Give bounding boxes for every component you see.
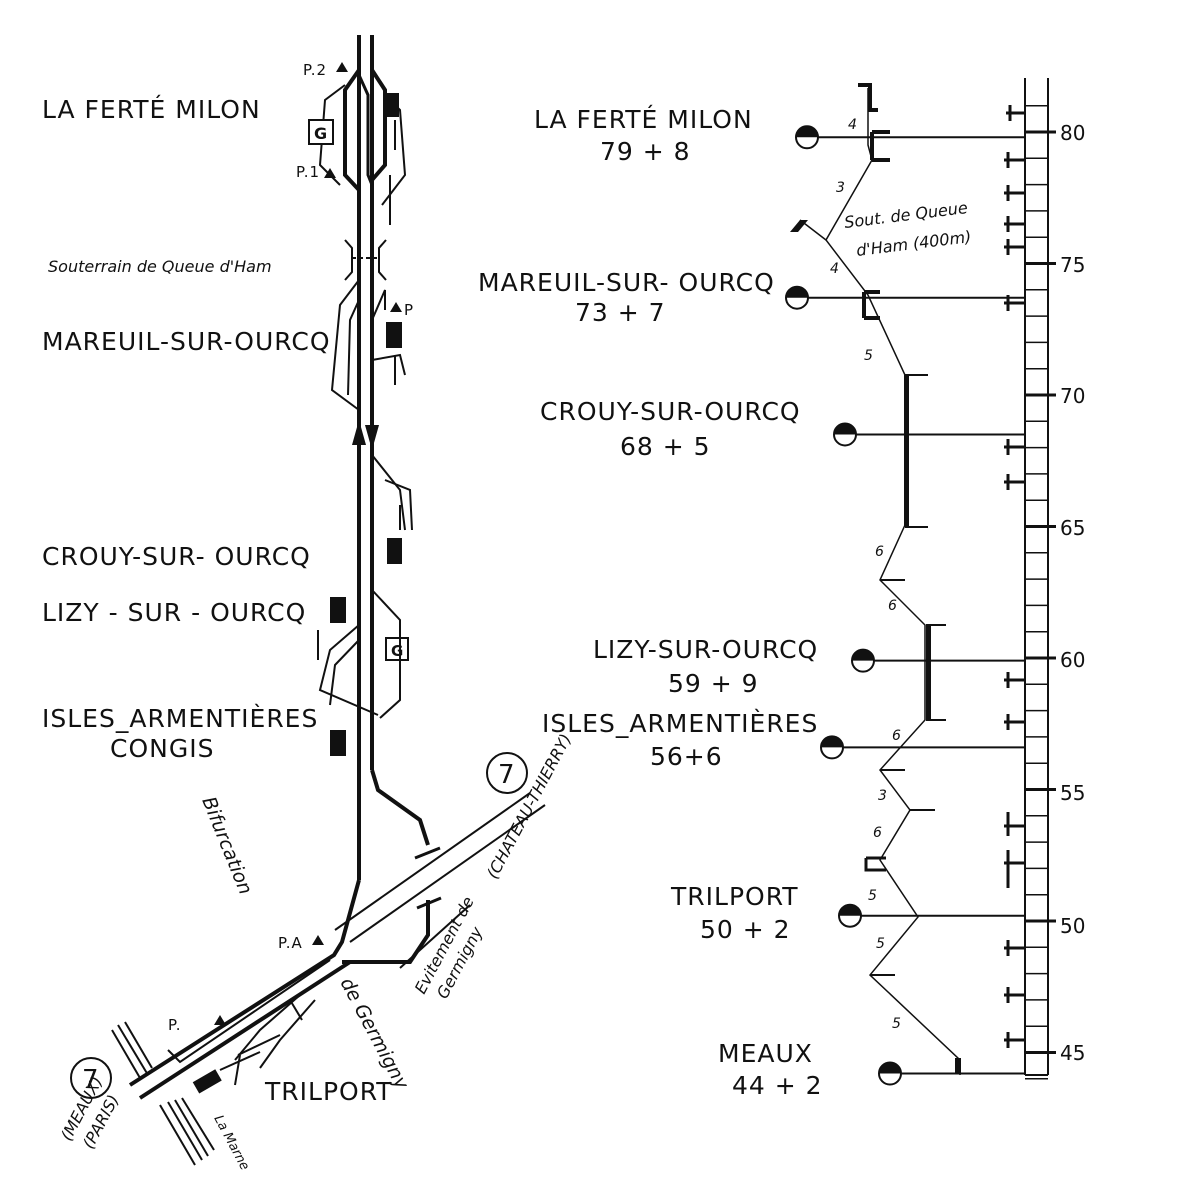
scale-label-80: 80 bbox=[1060, 121, 1085, 145]
profile-pk-la-ferte-milon: 79 + 8 bbox=[600, 137, 691, 166]
km-scale: 80 75 70 65 60 55 50 45 bbox=[1024, 78, 1085, 1080]
station-layout-la-ferte-milon bbox=[308, 62, 407, 225]
signal-triangle bbox=[336, 62, 348, 72]
main-tracks bbox=[128, 35, 546, 1100]
station-label-trilport: TRILPORT bbox=[264, 1077, 393, 1106]
scale-label-50: 50 bbox=[1060, 914, 1085, 938]
profile-pk-mareuil: 73 + 7 bbox=[575, 298, 666, 327]
station-marker-half bbox=[786, 286, 808, 298]
station-label-isles: ISLES_ARMENTIÈRES bbox=[42, 704, 318, 733]
gradient-profile-line bbox=[825, 88, 961, 1075]
siding-markers bbox=[1004, 105, 1025, 1048]
station-layout-crouy bbox=[371, 454, 413, 564]
gradient-value: 6 bbox=[875, 544, 884, 560]
signal-label-pa: P.A bbox=[278, 934, 303, 952]
profile-station-mareuil: MAREUIL-SUR- OURCQ bbox=[478, 268, 775, 297]
route-7-label: 7 bbox=[82, 1065, 99, 1095]
profile-station-crouy: CROUY-SUR-OURCQ bbox=[540, 397, 801, 426]
de-germigny-label: de Germigny bbox=[336, 974, 414, 1094]
station-marker-half bbox=[879, 1062, 901, 1074]
g-box-label: G bbox=[391, 642, 403, 660]
profile-station-isles: ISLES_ARMENTIÈRES bbox=[542, 709, 818, 738]
scale-label-70: 70 bbox=[1060, 384, 1085, 408]
bifurcation-label: Bifurcation bbox=[197, 794, 256, 898]
la-marne-label: La Marne bbox=[210, 1113, 251, 1173]
route-7-marker bbox=[486, 752, 528, 794]
scale-label-60: 60 bbox=[1060, 648, 1085, 672]
gradient-value: 5 bbox=[892, 1016, 901, 1032]
station-layout-isles bbox=[330, 730, 346, 756]
station-building bbox=[387, 538, 402, 564]
scale-label-55: 55 bbox=[1060, 781, 1085, 805]
profile-station-lizy: LIZY-SUR-OURCQ bbox=[593, 635, 818, 664]
tunnel-wedge bbox=[790, 220, 808, 232]
signal-label-p: P bbox=[404, 301, 414, 319]
station-building bbox=[385, 93, 399, 117]
scale-ticks bbox=[1025, 104, 1056, 1080]
route-7-label: 7 bbox=[498, 760, 515, 790]
station-label-crouy: CROUY-SUR- OURCQ bbox=[42, 542, 311, 571]
profile-pk-lizy: 59 + 9 bbox=[668, 669, 759, 698]
signal-triangle bbox=[312, 935, 324, 945]
river-marne-hatching bbox=[111, 1021, 215, 1166]
g-box-label: G bbox=[314, 124, 327, 143]
signal-triangle bbox=[324, 168, 336, 178]
station-marker-half bbox=[834, 423, 856, 435]
station-building bbox=[330, 730, 346, 756]
gradient-value: 3 bbox=[878, 788, 887, 804]
g-box bbox=[385, 637, 409, 661]
gradient-value: 6 bbox=[873, 825, 882, 841]
track-schematic: LA FERTÉ MILON Souterrain de Queue d'Ham… bbox=[42, 35, 575, 1173]
profile-station-la-ferte-milon: LA FERTÉ MILON bbox=[534, 105, 753, 134]
signal-triangle bbox=[214, 1015, 226, 1025]
g-box bbox=[308, 119, 334, 145]
profile-pk-meaux: 44 + 2 bbox=[732, 1071, 823, 1100]
gradient-value: 3 bbox=[836, 180, 845, 196]
route-7-marker bbox=[70, 1057, 112, 1099]
gradient-value: 4 bbox=[848, 117, 857, 133]
station-marker-half bbox=[852, 649, 874, 661]
scale-label-45: 45 bbox=[1060, 1041, 1085, 1065]
station-label-lizy: LIZY - SUR - OURCQ bbox=[42, 598, 306, 627]
signal-label-p1: P.1 bbox=[296, 163, 320, 181]
gradient-value: 5 bbox=[864, 348, 873, 364]
chateau-thierry-label: (CHATEAU-THIERRY) bbox=[483, 731, 575, 882]
profile-tunnel-label-1: Sout. de Queue bbox=[843, 198, 969, 232]
signal-label-p2: P.2 bbox=[303, 61, 327, 79]
station-marker-half bbox=[821, 736, 843, 748]
scale-label-75: 75 bbox=[1060, 253, 1085, 277]
profile-station-trilport: TRILPORT bbox=[670, 882, 799, 911]
station-marker-half bbox=[796, 126, 818, 138]
station-lines bbox=[785, 125, 1025, 1086]
profile-tunnel-label-2: d'Ham (400m) bbox=[855, 227, 972, 260]
signal-triangle bbox=[390, 302, 402, 312]
station-label-la-ferte-milon: LA FERTÉ MILON bbox=[42, 95, 261, 124]
station-marker-half bbox=[839, 904, 861, 916]
gradient-profile: 80 75 70 65 60 55 50 45 bbox=[478, 78, 1085, 1100]
station-label-mareuil: MAREUIL-SUR-OURCQ bbox=[42, 327, 331, 356]
gradient-value: 4 bbox=[830, 261, 839, 277]
station-layout-trilport bbox=[192, 935, 324, 1094]
station-building bbox=[330, 597, 346, 623]
gradient-value: 6 bbox=[888, 598, 897, 614]
station-label-congis: CONGIS bbox=[110, 734, 214, 763]
tunnel-symbol bbox=[344, 239, 387, 281]
station-building bbox=[386, 322, 402, 348]
gradient-value: 6 bbox=[892, 728, 901, 744]
station-building bbox=[192, 1069, 222, 1094]
station-layout-lizy bbox=[317, 589, 409, 719]
gradient-value: 5 bbox=[876, 936, 885, 952]
profile-station-meaux: MEAUX bbox=[718, 1039, 813, 1068]
signal-label-p-low: P. bbox=[168, 1016, 181, 1034]
profile-pk-trilport: 50 + 2 bbox=[700, 915, 791, 944]
gradient-value: 5 bbox=[868, 888, 877, 904]
scale-label-65: 65 bbox=[1060, 516, 1085, 540]
profile-pk-crouy: 68 + 5 bbox=[620, 432, 711, 461]
tunnel-label: Souterrain de Queue d'Ham bbox=[48, 257, 272, 276]
profile-pk-isles: 56+6 bbox=[650, 742, 723, 771]
station-layout-mareuil bbox=[330, 279, 406, 411]
